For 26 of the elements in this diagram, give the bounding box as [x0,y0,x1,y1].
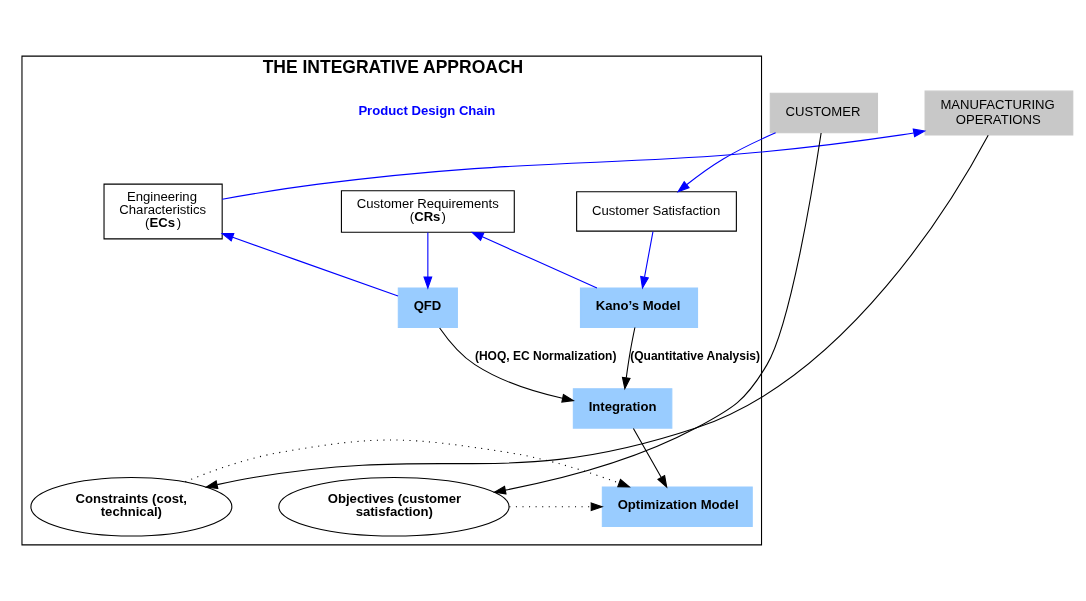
arrow [508,502,604,512]
arrow [204,134,989,490]
arrow [640,231,654,290]
node-box: Optimization Model [601,486,753,527]
arrow [492,132,822,495]
label: Product Design Chain [358,103,496,119]
node-box: Customer Satisfaction [576,191,737,232]
node-box: MANUFACTURING OPERATIONS [924,90,1074,136]
node-box: QFD [397,287,458,328]
edge-label: (HOQ, EC Normalization) [474,349,617,364]
node-box: Engineering Characteristics (ECs) [103,183,223,240]
arrow [676,132,777,193]
arrow [220,233,399,297]
arrow [439,327,575,403]
arrow [621,326,636,391]
node-ellipse: Constraints (cost, technical) [30,476,233,537]
node-box: CUSTOMER [769,92,879,134]
node-box: Integration [572,388,673,429]
node-box: Kano’s Model [579,287,699,328]
arrow [470,231,598,289]
arrow [632,427,668,489]
arrow [423,232,433,290]
edge-label: (Quantitative Analysis) [630,349,761,364]
arrow [184,439,631,488]
node-box: Customer Requirements (CRs) [340,190,515,233]
arrow [221,128,927,200]
